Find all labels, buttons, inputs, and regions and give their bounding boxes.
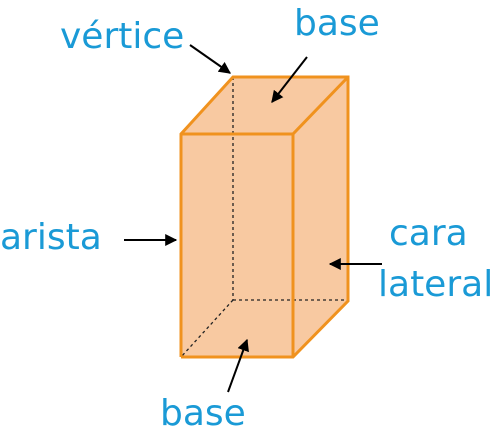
front-face	[181, 134, 293, 357]
hidden-bottom-left-edge	[180, 299, 234, 358]
label-edge: arista	[0, 217, 102, 258]
prism	[179, 75, 350, 359]
right-lateral-face	[293, 77, 348, 357]
arrows	[124, 44, 382, 393]
labels: vértice base arista cara lateral base	[0, 3, 493, 434]
label-vertex: vértice	[60, 16, 184, 57]
label-top-base: base	[294, 3, 380, 44]
arrow-vertex	[189, 44, 231, 74]
arrow-top-base	[271, 56, 308, 103]
label-lateral-face-line1: cara	[389, 213, 468, 254]
label-bottom-base: base	[160, 393, 246, 434]
label-lateral-face-line2: lateral	[378, 264, 493, 305]
arrow-bottom-base	[227, 338, 249, 393]
